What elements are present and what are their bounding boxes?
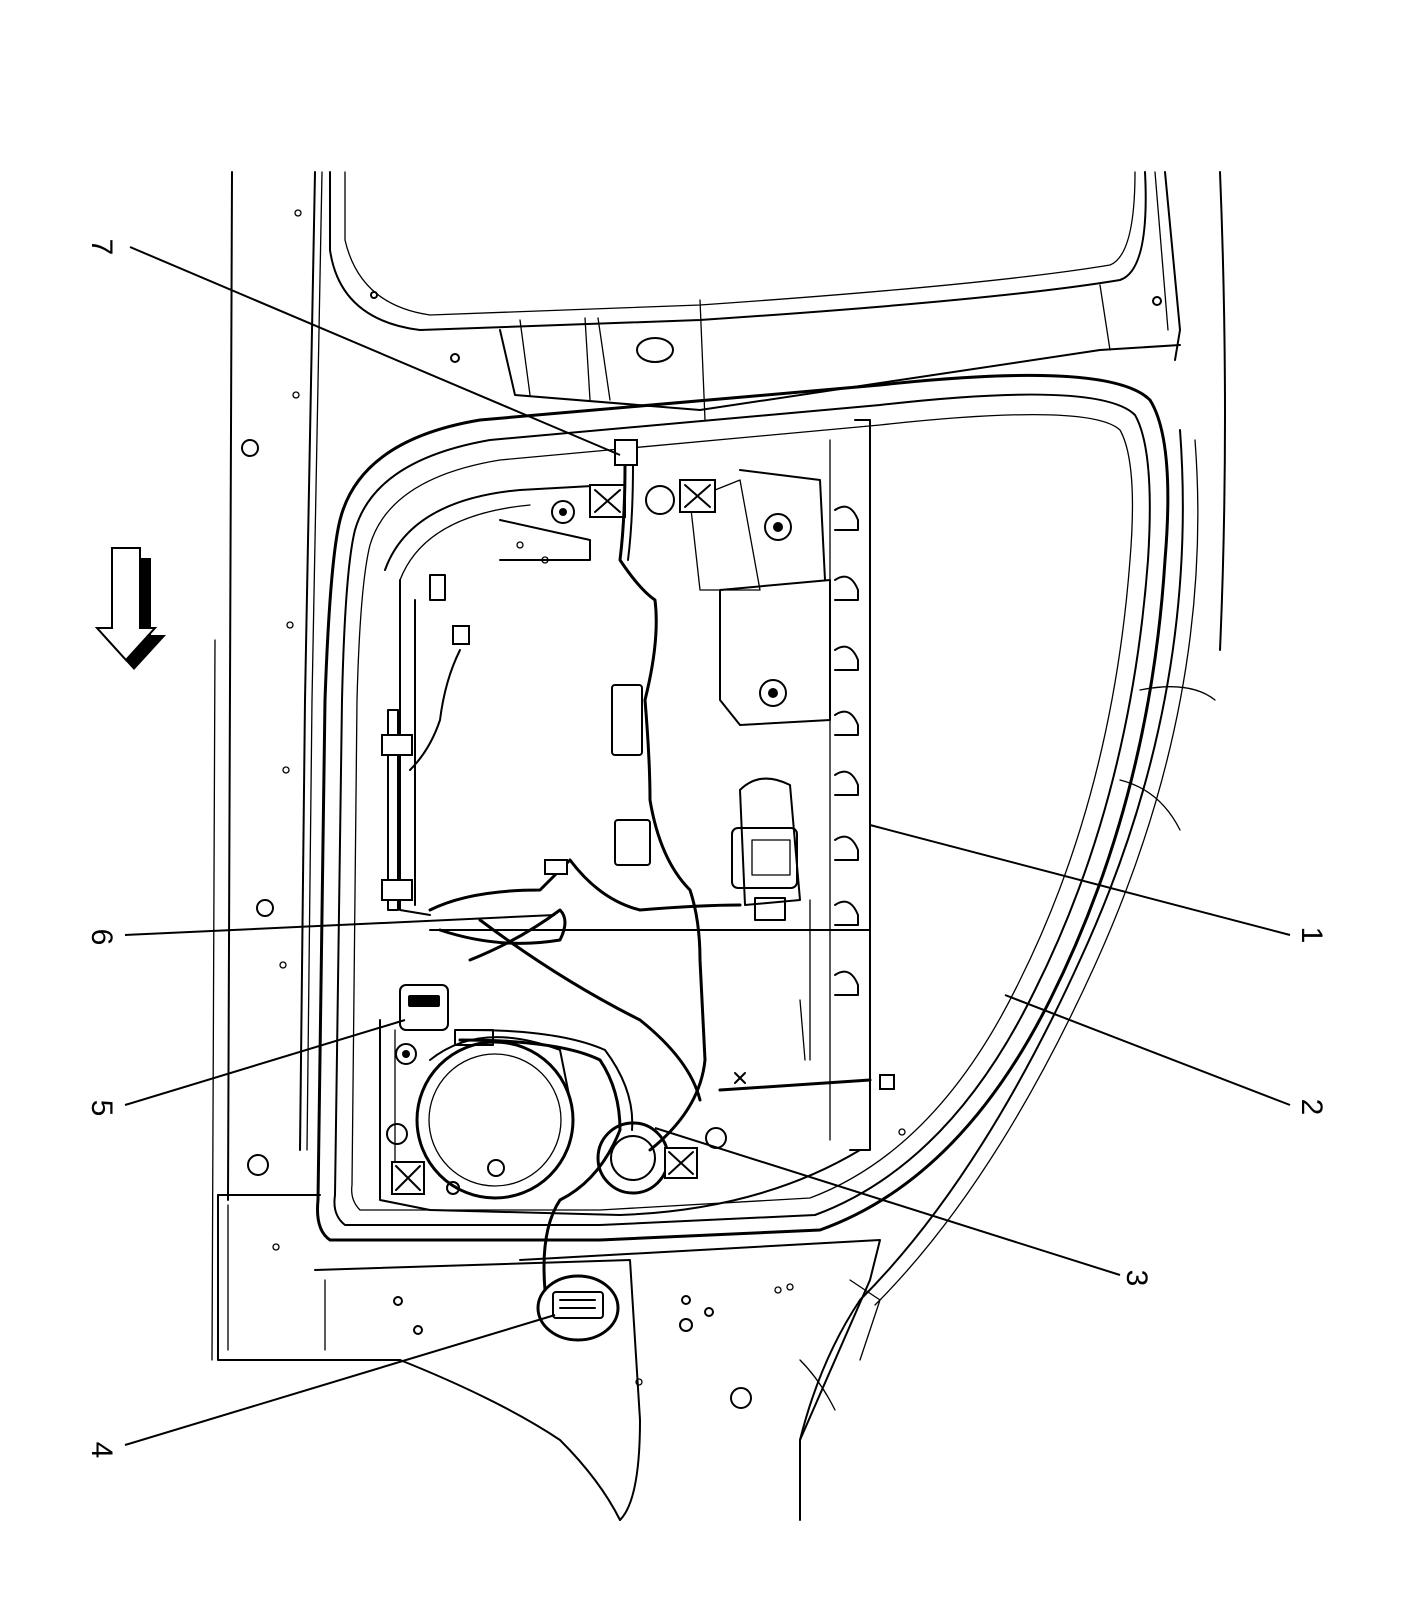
lower-clips xyxy=(386,1043,727,1195)
callout-7: 7 xyxy=(85,239,118,256)
leader-6 xyxy=(124,914,556,936)
leader-1 xyxy=(869,824,1291,936)
connectors xyxy=(399,439,895,1090)
connector-5 xyxy=(399,984,449,1031)
leader-4 xyxy=(124,1314,556,1446)
wiring-harness xyxy=(409,463,872,1292)
trim-strip-tabs xyxy=(834,505,859,996)
body-fasteners xyxy=(241,209,1162,1409)
leader-3 xyxy=(654,1127,1121,1276)
door-body-outline xyxy=(211,171,1226,1521)
callout-3: 3 xyxy=(1120,1270,1153,1287)
callout-labels: 7 6 5 4 1 2 3 xyxy=(85,239,1328,1459)
callout-2: 2 xyxy=(1295,1099,1328,1116)
inner-door-panel xyxy=(379,419,871,1342)
callout-4: 4 xyxy=(85,1442,118,1459)
callout-5: 5 xyxy=(85,1100,118,1117)
connector-7 xyxy=(614,439,638,466)
callout-6: 6 xyxy=(85,929,118,946)
leader-lines xyxy=(124,246,1291,1446)
leader-2 xyxy=(1004,994,1291,1106)
callout-1: 1 xyxy=(1295,927,1328,944)
leader-5 xyxy=(124,1019,406,1106)
leader-7 xyxy=(129,246,621,456)
down-arrow-icon xyxy=(94,547,166,670)
